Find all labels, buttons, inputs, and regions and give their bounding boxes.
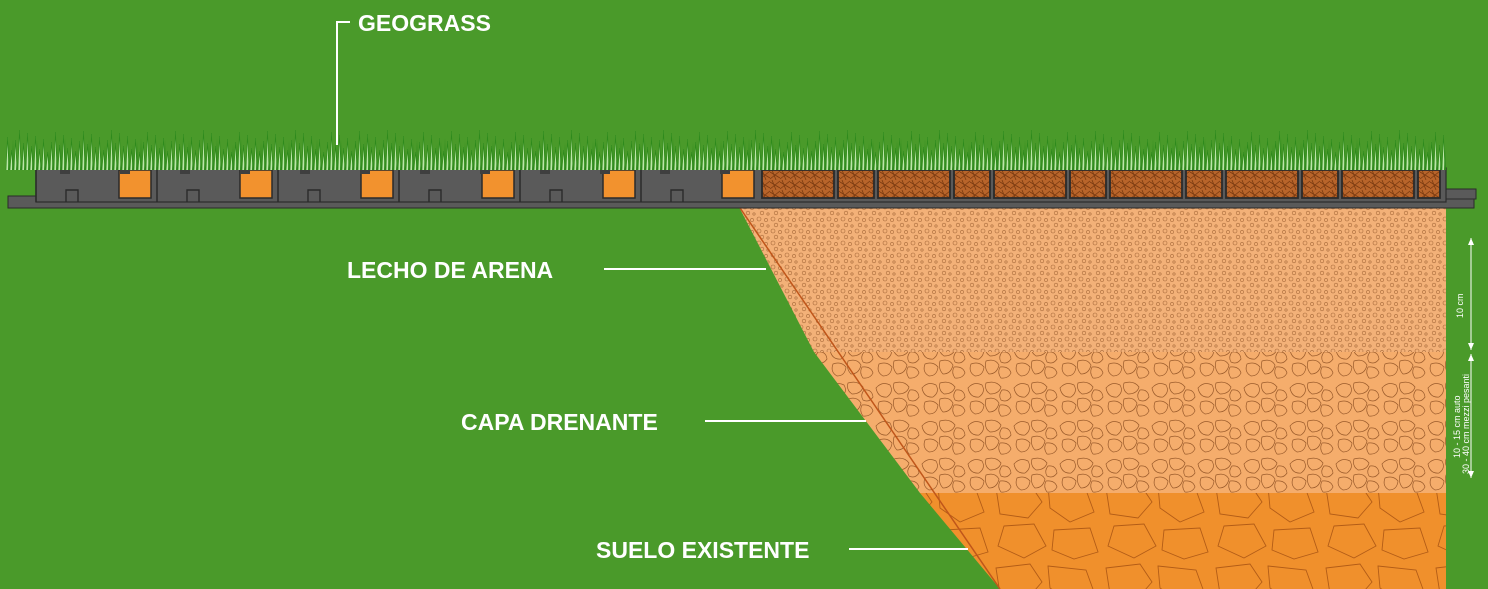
geograss-label: GEOGRASS (358, 10, 491, 36)
existing-soil-layer (920, 493, 1446, 589)
grid-modules (7, 167, 1477, 209)
capa-drenante-label: CAPA DRENANTE (461, 409, 658, 435)
drainage-layer (814, 352, 1446, 493)
dimension-markers: 10 cm 10 - 15 cm auto 30 - 40 cm mezzi p… (1452, 238, 1474, 478)
drain-depth-dimension-line1: 10 - 15 cm auto (1452, 395, 1462, 458)
sand-layer (738, 205, 1446, 352)
grass-blades (5, 129, 1446, 171)
geograss-leader-line (336, 21, 350, 145)
lecho-de-arena-label: LECHO DE ARENA (347, 257, 553, 283)
suelo-existente-label: SUELO EXISTENTE (596, 537, 809, 563)
sand-depth-dimension: 10 cm (1455, 293, 1465, 318)
drain-depth-dimension-line2: 30 - 40 cm mezzi pesanti (1461, 374, 1471, 474)
